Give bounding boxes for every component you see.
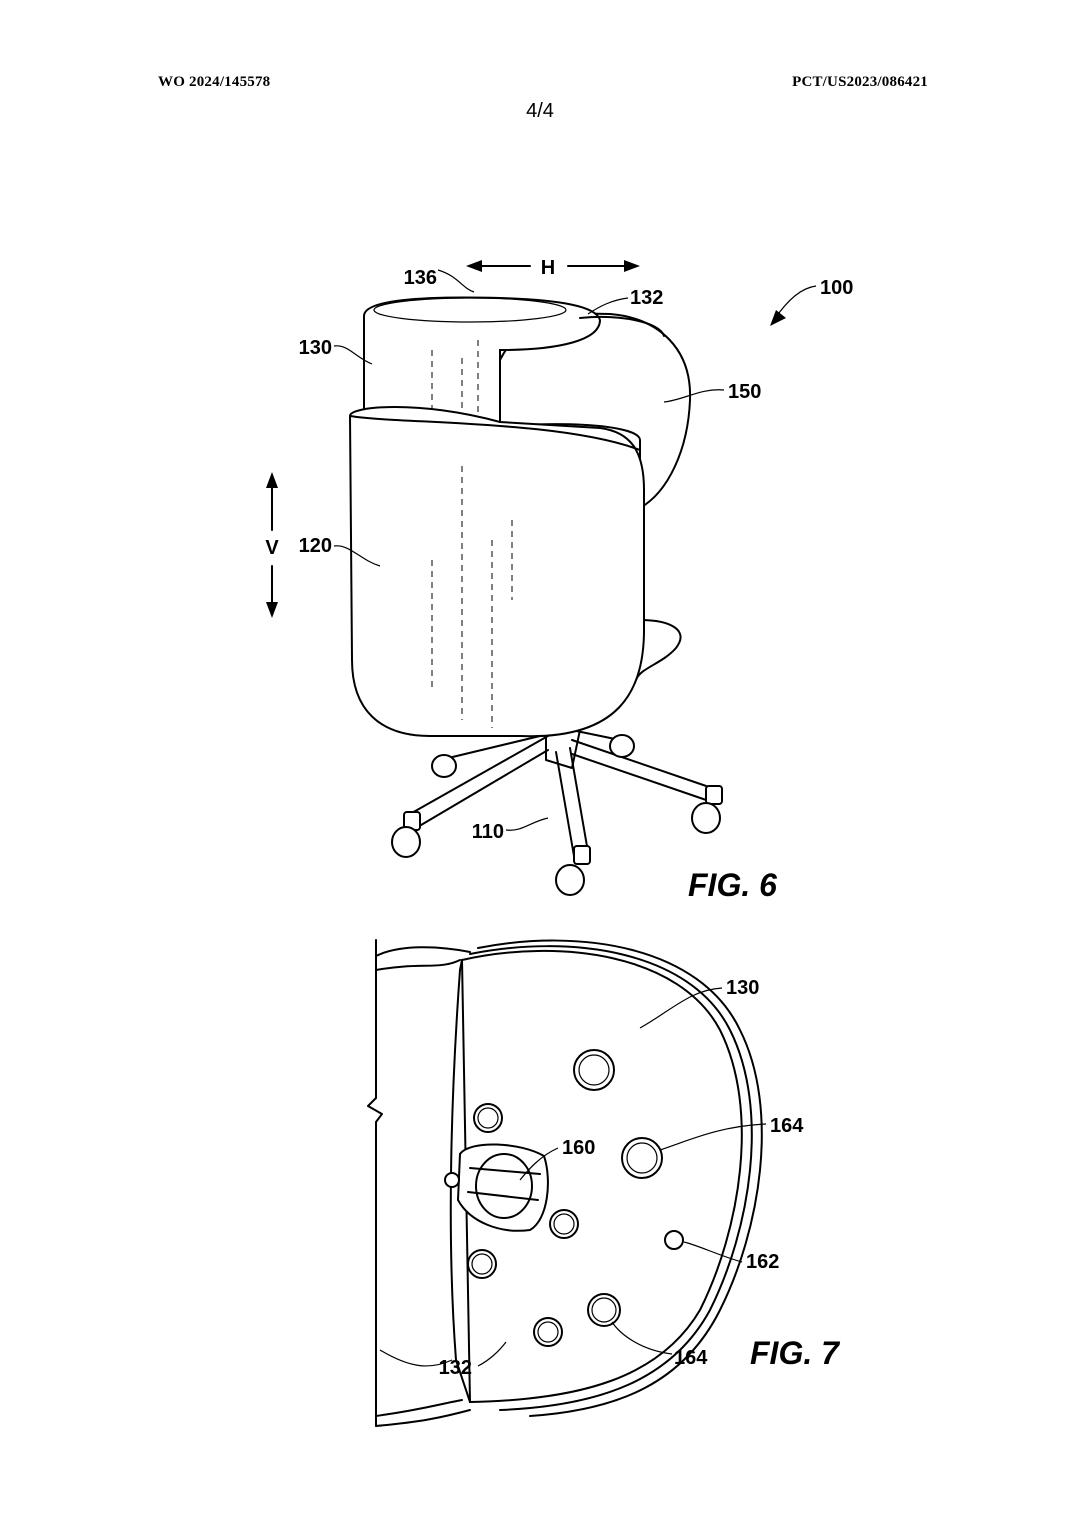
label-162: 162 — [746, 1251, 779, 1273]
label-164-top: 164 — [770, 1115, 804, 1137]
vertical-arrow — [266, 472, 278, 618]
chair-base — [391, 723, 723, 896]
label-136: 136 — [404, 267, 437, 289]
label-130: 130 — [299, 337, 332, 359]
label-160: 160 — [562, 1137, 595, 1159]
outer-shell-120 — [348, 406, 645, 738]
publication-number: WO 2024/145578 — [158, 74, 271, 90]
figure-7-drawing: 130 164 160 162 164 132 FIG. 7 — [367, 939, 841, 1427]
label-110: 110 — [472, 821, 504, 843]
label-horizontal: H — [541, 257, 555, 279]
panel-130 — [460, 949, 743, 1404]
label-132: 132 — [439, 1357, 472, 1379]
panel-holes — [467, 1049, 684, 1347]
figure-6-caption: FIG. 6 — [688, 867, 777, 903]
horizontal-arrow — [466, 260, 640, 272]
break-line — [367, 939, 383, 1427]
label-164-bottom: 164 — [674, 1347, 708, 1369]
label-120: 120 — [299, 535, 332, 557]
label-130: 130 — [726, 977, 759, 999]
inner-shell-130 — [363, 296, 602, 431]
label-132: 132 — [630, 287, 663, 309]
figure-7-caption: FIG. 7 — [750, 1335, 841, 1371]
label-150: 150 — [728, 381, 761, 403]
sheet-number: 4/4 — [526, 100, 554, 122]
application-number: PCT/US2023/086421 — [792, 74, 928, 90]
assembly-arrow — [770, 285, 817, 326]
label-100: 100 — [820, 277, 853, 299]
connector-160 — [444, 1143, 549, 1232]
figure-6-drawing: H 136 132 100 130 150 V 120 110 FIG. 6 — [265, 257, 853, 903]
label-vertical: V — [265, 537, 279, 559]
